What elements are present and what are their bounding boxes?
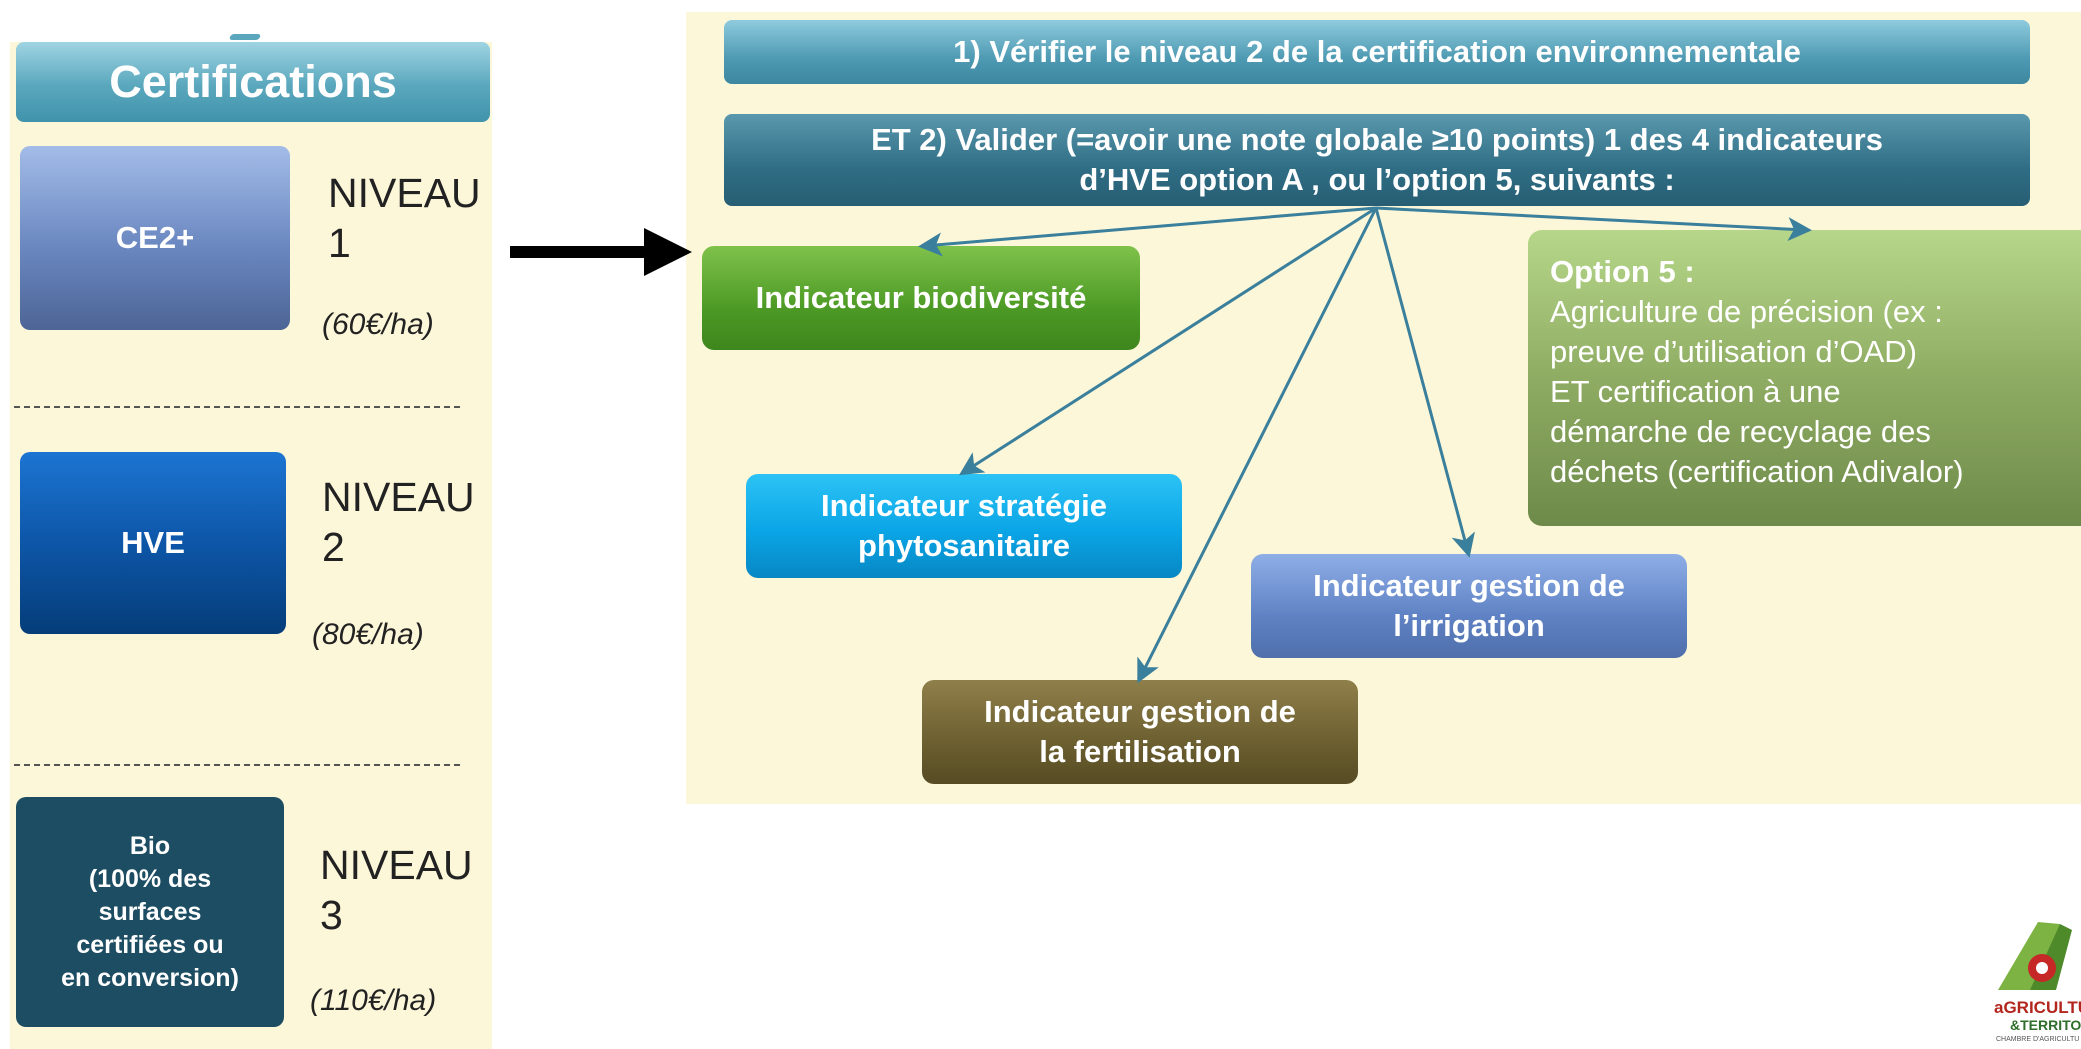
niveau-text: NIVEAU <box>322 474 475 520</box>
niveau-2-price: (80€/ha) <box>312 618 424 651</box>
niveau-1-label: NIVEAU 1 <box>328 168 481 268</box>
arrow-to-biodiversite <box>918 206 1377 257</box>
bio-line: surfaces <box>98 897 202 926</box>
step-2-box: ET 2) Valider (=avoir une note globale ≥… <box>724 114 2030 206</box>
option-5-line: Agriculture de précision (ex : <box>1550 294 1943 329</box>
niveau-3-label: NIVEAU 3 <box>320 840 473 940</box>
divider-2 <box>14 764 460 766</box>
arrow-to-option5 <box>1375 206 1812 242</box>
niveau-number: 2 <box>322 524 345 570</box>
divider-1 <box>14 406 460 408</box>
option-5-title: Option 5 : <box>1550 254 1695 289</box>
logo-text: aGRICULTUR <box>1994 998 2081 1017</box>
option-5-box: Option 5 : Agriculture de précision (ex … <box>1528 230 2081 526</box>
bio-line: Bio <box>129 831 171 860</box>
ce2-box: CE2+ <box>20 146 290 330</box>
niveau-3-price: (110€/ha) <box>310 984 437 1017</box>
indicator-line: Indicateur gestion de <box>984 694 1296 729</box>
niveau-text: NIVEAU <box>328 170 481 216</box>
step-2-line: ET 2) Valider (=avoir une note globale ≥… <box>871 122 1883 157</box>
option-5-line: déchets (certification Adivalor) <box>1550 454 1964 489</box>
option-5-line: ET certification à une <box>1550 374 1841 409</box>
logo-text: &TERRITOIR <box>2010 1017 2081 1033</box>
niveau-1-price: (60€/ha) <box>322 308 434 341</box>
option-5-line: preuve d’utilisation d’OAD) <box>1550 334 1918 369</box>
niveau-number: 3 <box>320 892 343 938</box>
bio-line: certifiées ou <box>76 930 224 959</box>
indicator-line: Indicateur stratégie <box>821 488 1107 523</box>
indicator-line: phytosanitaire <box>858 528 1070 563</box>
chambre-agriculture-logo <box>1998 922 2072 990</box>
niveau-number: 1 <box>328 220 351 266</box>
step-2-line: d’HVE option A , ou l’option 5, suivants… <box>1079 162 1675 197</box>
indicator-irrigation: Indicateur gestion de l’irrigation <box>1251 554 1687 658</box>
option-5-line: démarche de recyclage des <box>1550 414 1931 449</box>
indicator-biodiversite: Indicateur biodiversité <box>702 246 1140 350</box>
niveau-2-label: NIVEAU 2 <box>322 472 475 572</box>
step-1-box: 1) Vérifier le niveau 2 de la certificat… <box>724 20 2030 84</box>
bio-line: (100% des <box>88 864 212 893</box>
bio-line: en conversion) <box>61 963 239 992</box>
arrow-to-fertilisation <box>1137 207 1378 684</box>
arrow-to-irrigation <box>1374 207 1475 558</box>
indicator-line: l’irrigation <box>1393 608 1545 643</box>
indicator-line: Indicateur biodiversité <box>755 280 1087 315</box>
niveau-text: NIVEAU <box>320 842 473 888</box>
certifications-header: Certifications <box>16 42 490 122</box>
indicator-fertilisation: Indicateur gestion de la fertilisation <box>922 680 1358 784</box>
indicator-line: la fertilisation <box>1039 734 1241 769</box>
bio-box: Bio (100% des surfaces certifiées ou en … <box>16 797 284 1027</box>
hve-box: HVE <box>20 452 286 634</box>
logo-text: CHAMBRE D'AGRICULTU <box>1996 1036 2080 1043</box>
indicator-line: Indicateur gestion de <box>1313 568 1625 603</box>
arrow-to-phyto <box>958 206 1377 476</box>
indicator-phytosanitaire: Indicateur stratégie phytosanitaire <box>746 474 1182 578</box>
